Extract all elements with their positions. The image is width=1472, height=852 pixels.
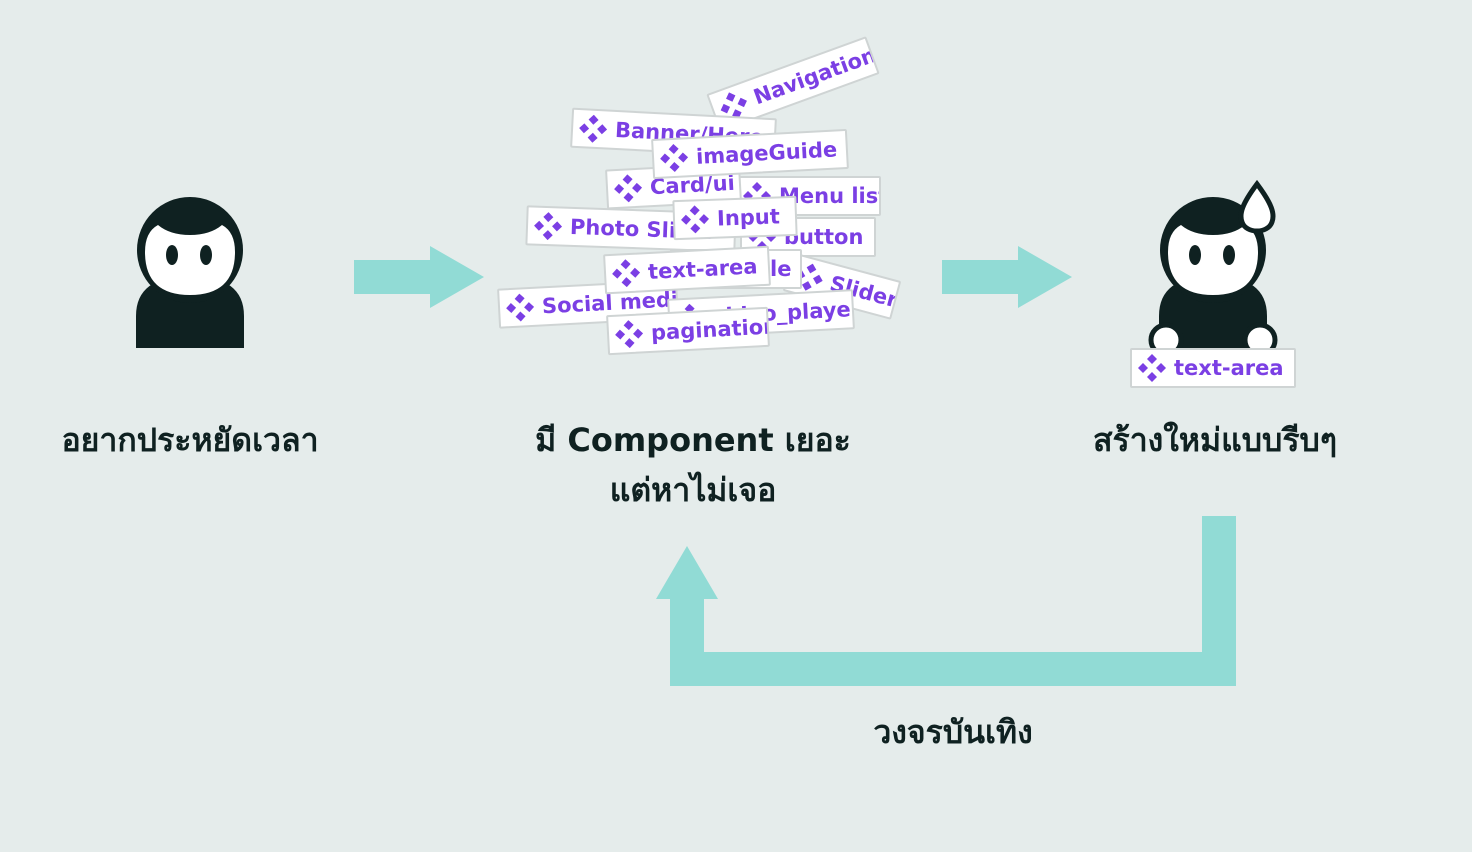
component-chip-label: pagination xyxy=(650,314,770,345)
step-2-caption-line-2: แต่หาไม่เจอ xyxy=(493,465,893,515)
right-eye xyxy=(1223,245,1235,265)
component-icon xyxy=(611,258,640,287)
loop-label-text: วงจรบันเทิง xyxy=(803,707,1103,757)
left-eye xyxy=(166,245,178,265)
component-chip-label: text-area xyxy=(1174,356,1284,380)
component-icon xyxy=(613,174,642,203)
step-2-caption: มี Component เยอะ แต่หาไม่เจอ xyxy=(493,415,893,515)
component-chip-label: Input xyxy=(717,204,781,230)
step-1-caption-line: อยากประหยัดเวลา xyxy=(30,415,350,465)
right-eye xyxy=(200,245,212,265)
arrow-right-2 xyxy=(942,246,1072,308)
component-icon xyxy=(1138,354,1166,382)
component-icon xyxy=(659,143,688,172)
person-figure-relaxed xyxy=(136,197,244,348)
component-chip: pagination xyxy=(606,307,770,355)
sweat-drop-icon xyxy=(1241,184,1273,231)
left-eye xyxy=(1189,245,1201,265)
component-chip: Input xyxy=(672,196,797,240)
component-icon xyxy=(505,293,534,322)
step-3-caption: สร้างใหม่แบบรีบๆ xyxy=(1040,415,1390,465)
component-chip-label: imageGuide xyxy=(695,137,837,168)
face xyxy=(145,225,235,295)
arrow-right-1 xyxy=(354,246,484,308)
component-icon xyxy=(534,212,563,241)
component-icon xyxy=(681,205,710,234)
component-icon xyxy=(614,319,643,348)
component-icon xyxy=(578,114,607,143)
step-1-caption: อยากประหยัดเวลา xyxy=(30,415,350,465)
step-2-caption-line-1: มี Component เยอะ xyxy=(493,415,893,465)
loop-label: วงจรบันเทิง xyxy=(803,707,1103,757)
face xyxy=(1168,225,1258,295)
loop-arrow xyxy=(656,516,1236,686)
held-component-chip: text-area xyxy=(1130,348,1296,388)
component-chip-label: text-area xyxy=(647,254,758,284)
step-3-caption-line: สร้างใหม่แบบรีบๆ xyxy=(1040,415,1390,465)
